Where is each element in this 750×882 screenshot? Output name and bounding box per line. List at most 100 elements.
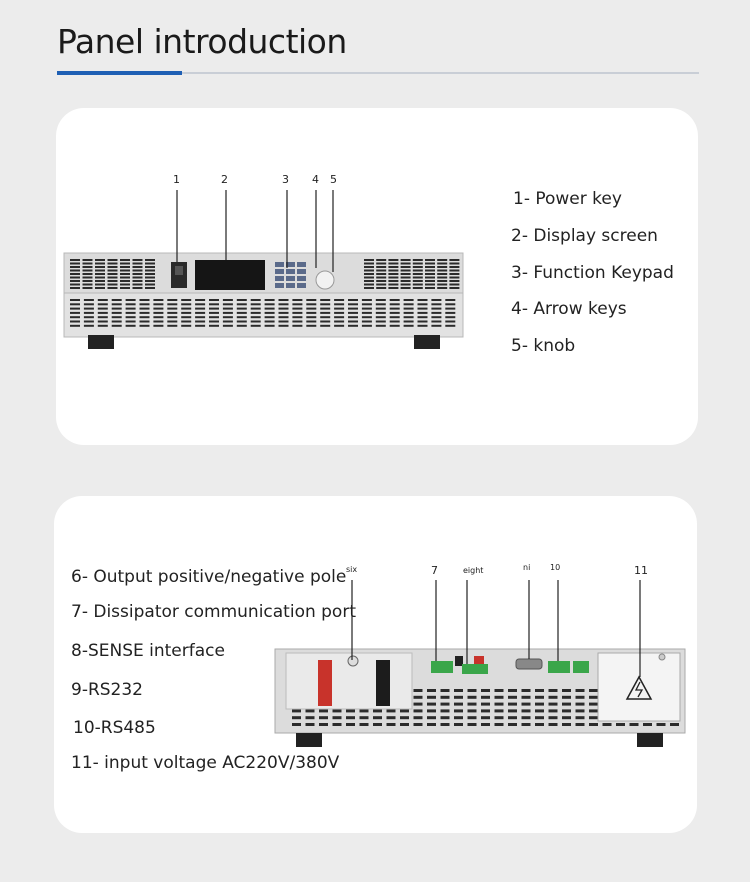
vent-slot — [132, 276, 143, 279]
vent-slot — [535, 695, 544, 699]
vent-slot — [195, 299, 206, 301]
vent-slot — [403, 324, 414, 327]
vent-slot — [348, 307, 358, 310]
vent-slot — [575, 702, 585, 706]
callout-2: 2 — [221, 173, 228, 186]
vent-slot — [375, 316, 386, 319]
vent-slot — [413, 702, 423, 706]
vent-slot — [209, 311, 219, 314]
vent-slot — [120, 259, 130, 261]
vent-slot — [222, 303, 233, 306]
vent-slot — [417, 324, 428, 327]
vent-slot — [521, 709, 531, 713]
vent-slot — [70, 276, 80, 279]
callout-1: 1 — [173, 173, 180, 186]
callout-10: 10 — [550, 563, 561, 572]
keypad-key — [297, 283, 306, 288]
vent-slot — [139, 303, 150, 306]
vent-slot — [306, 320, 317, 323]
vent-slot — [209, 307, 219, 310]
vent-slot — [494, 689, 504, 692]
vent-slot — [425, 283, 435, 286]
vent-slot — [181, 324, 192, 327]
vent-slot — [97, 311, 108, 314]
vent-slot — [70, 303, 80, 306]
vent-slot — [83, 324, 94, 327]
callout-5: 5 — [330, 173, 337, 186]
vent-slot — [292, 303, 303, 306]
vent-slot — [403, 299, 414, 301]
vent-slot — [440, 689, 450, 692]
vent-slot — [120, 269, 130, 272]
vent-slot — [236, 316, 247, 319]
vent-slot — [292, 709, 301, 713]
vent-slot — [389, 324, 400, 327]
callout-11: 11 — [634, 564, 648, 577]
vent-slot — [412, 262, 423, 265]
callout-3: 3 — [282, 173, 289, 186]
label-sense-interface: 8-SENSE interface — [71, 641, 225, 661]
vent-slot — [412, 280, 423, 282]
ac-input-cover — [597, 652, 681, 722]
vent-slot — [431, 316, 442, 319]
vent-slot — [292, 311, 303, 314]
callout-9: ni — [523, 563, 531, 572]
vent-slot — [132, 259, 143, 261]
vent-slot — [278, 303, 289, 306]
vent-slot — [376, 266, 387, 268]
vent-slot — [449, 287, 460, 289]
vent-slot — [616, 723, 625, 726]
vent-slot — [454, 709, 463, 713]
vent-slot — [236, 320, 247, 323]
vent-slot — [388, 276, 399, 279]
vent-slot — [413, 695, 423, 699]
vent-slot — [562, 723, 571, 726]
vent-slot — [535, 689, 544, 692]
vent-slot — [348, 303, 358, 306]
vent-slot — [437, 262, 448, 265]
vent-slot — [440, 695, 450, 699]
vent-slot — [403, 316, 414, 319]
vent-slot — [548, 709, 558, 713]
vent-slot — [535, 702, 544, 706]
vent-slot — [364, 280, 374, 282]
vent-slot — [111, 320, 122, 323]
vent-slot — [70, 320, 80, 323]
vent-slot — [575, 689, 585, 692]
vent-slot — [139, 316, 150, 319]
vent-slot — [467, 723, 477, 726]
vent-slot — [320, 320, 331, 323]
vent-slot — [125, 303, 136, 306]
vent-slot — [82, 259, 93, 261]
vent-slot — [548, 689, 558, 692]
vent-slot — [167, 307, 178, 310]
vent-slot — [278, 299, 289, 301]
vent-slot — [548, 716, 558, 720]
vent-slot — [120, 266, 130, 268]
vent-slot — [145, 262, 155, 265]
rear-foot-left — [296, 733, 322, 747]
vent-slot — [83, 307, 94, 310]
vent-slot — [107, 283, 118, 286]
vent-slot — [334, 311, 345, 314]
vent-slot — [70, 266, 80, 268]
vent-slot — [153, 299, 164, 301]
title-underline-accent — [57, 71, 182, 75]
vent-slot — [412, 276, 423, 279]
vent-slot — [125, 324, 136, 327]
vent-slot — [145, 259, 155, 261]
vent-slot — [535, 723, 544, 726]
callout-7: 7 — [431, 564, 438, 577]
vent-slot — [417, 307, 428, 310]
vent-slot — [82, 287, 93, 289]
vent-slot — [425, 262, 435, 265]
function-keypad — [275, 262, 306, 288]
vent-slot — [440, 709, 450, 713]
vent-slot — [364, 276, 374, 279]
keypad-key — [275, 269, 284, 274]
vent-slot — [125, 320, 136, 323]
vent-slot — [361, 307, 372, 310]
vent-slot — [250, 307, 261, 310]
vent-slot — [346, 709, 355, 713]
vent-slot — [167, 324, 178, 327]
